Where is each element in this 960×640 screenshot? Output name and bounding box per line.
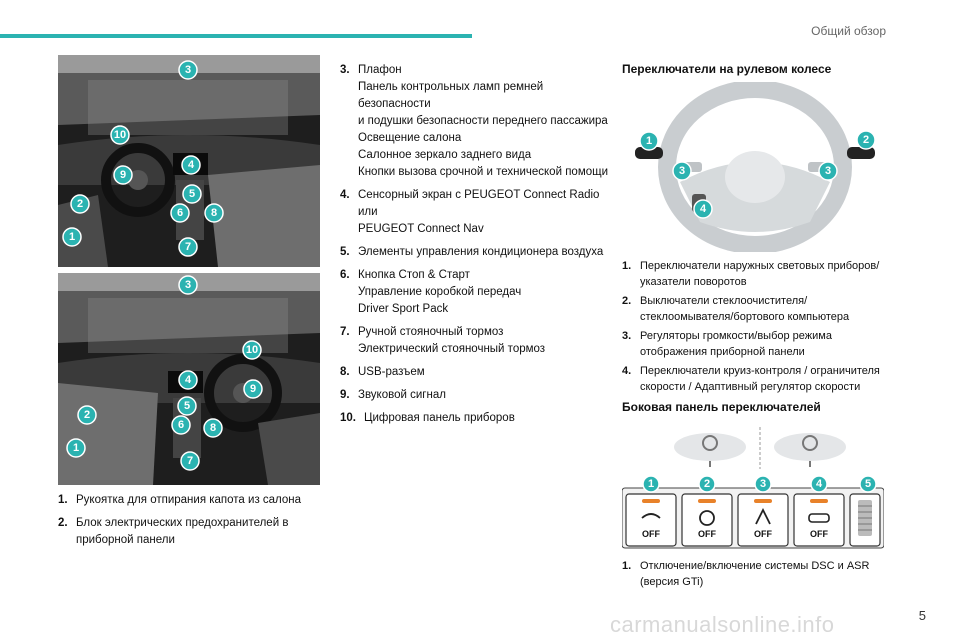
middle-legend-list: 3.Плафон Панель контрольных ламп ремней … xyxy=(340,62,608,433)
callout-badge: 10 xyxy=(242,340,262,360)
svg-text:5: 5 xyxy=(189,188,195,200)
svg-text:3: 3 xyxy=(185,279,191,291)
svg-text:9: 9 xyxy=(250,383,256,395)
header-accent-bar xyxy=(0,34,472,38)
list-item: 2.Блок электрических предохранителей в п… xyxy=(58,517,289,546)
callout-badge: 8 xyxy=(203,418,223,438)
switch-stop-start-off-button[interactable]: OFF xyxy=(681,493,733,547)
callout-badge: 9 xyxy=(113,165,133,185)
list-item: 4.Переключатели круиз-контроля / огранич… xyxy=(622,365,880,393)
list-item: 9.Звуковой сигнал xyxy=(340,389,446,401)
svg-text:5: 5 xyxy=(184,400,190,412)
switch-park-assist-off-button[interactable]: OFF xyxy=(793,493,845,547)
switch-headlamp-adjust-wheel[interactable] xyxy=(849,493,881,547)
svg-text:4: 4 xyxy=(816,478,823,490)
callout-badge: 6 xyxy=(170,203,190,223)
switch-lane-assist-off-button[interactable]: OFF xyxy=(737,493,789,547)
svg-text:8: 8 xyxy=(210,422,216,434)
callout-badge: 6 xyxy=(171,415,191,435)
callout-badge: 3 xyxy=(178,60,198,80)
steering-legend-list: 1.Переключатели наружных световых прибор… xyxy=(622,258,892,398)
svg-text:4: 4 xyxy=(185,374,192,386)
callout-badge: 3 xyxy=(754,475,772,493)
svg-text:2: 2 xyxy=(84,409,90,421)
svg-text:OFF: OFF xyxy=(698,529,716,539)
callout-badge: 5 xyxy=(177,396,197,416)
callout-badge: 3 xyxy=(178,275,198,295)
list-item: 1.Рукоятка для отпирания капота из салон… xyxy=(58,494,302,506)
list-item: 2.Выключатели стеклоочистителя/ стеклоом… xyxy=(622,295,850,323)
svg-text:10: 10 xyxy=(246,344,258,356)
svg-text:1: 1 xyxy=(648,478,654,490)
svg-text:6: 6 xyxy=(178,419,184,431)
interior-photo-bottom: 3 10 4 9 5 2 6 8 1 7 xyxy=(58,273,320,485)
svg-text:1: 1 xyxy=(646,135,652,147)
page-number: 5 xyxy=(918,608,926,623)
svg-text:3: 3 xyxy=(760,478,766,490)
svg-text:1: 1 xyxy=(73,442,79,454)
svg-text:OFF: OFF xyxy=(754,529,772,539)
callout-badge: 8 xyxy=(204,203,224,223)
svg-text:10: 10 xyxy=(114,129,126,141)
list-item: 3.Регуляторы громкости/выбор режима отоб… xyxy=(622,330,832,358)
callout-badge: 7 xyxy=(178,237,198,257)
callout-badge: 7 xyxy=(180,451,200,471)
list-item: 4.Сенсорный экран с PEUGEOT Connect Radi… xyxy=(340,189,600,235)
callout-badge: 9 xyxy=(243,379,263,399)
svg-text:2: 2 xyxy=(77,198,83,210)
svg-text:OFF: OFF xyxy=(810,529,828,539)
list-item: 1.Переключатели наружных световых прибор… xyxy=(622,260,880,288)
callout-badge: 2 xyxy=(856,130,876,150)
steering-section-title: Переключатели на рулевом колесе xyxy=(622,62,832,76)
callout-badge: 1 xyxy=(642,475,660,493)
list-item: 10.Цифровая панель приборов xyxy=(340,412,515,424)
svg-text:2: 2 xyxy=(704,478,710,490)
svg-text:6: 6 xyxy=(177,207,183,219)
svg-text:8: 8 xyxy=(211,207,217,219)
list-item: 3.Плафон Панель контрольных ламп ремней … xyxy=(340,64,609,178)
callout-badge: 4 xyxy=(181,155,201,175)
callout-badge: 10 xyxy=(110,125,130,145)
watermark: carmanualsonline.info xyxy=(610,612,835,637)
list-item: 8.USB-разъем xyxy=(340,366,425,378)
svg-text:3: 3 xyxy=(679,165,685,177)
callout-badge: 1 xyxy=(66,438,86,458)
svg-text:7: 7 xyxy=(187,455,193,467)
callout-badge: 4 xyxy=(178,370,198,390)
callout-badge: 1 xyxy=(639,131,659,151)
list-item: 6.Кнопка Стоп & Старт Управление коробко… xyxy=(340,269,522,315)
callout-badge: 2 xyxy=(698,475,716,493)
callout-badge: 1 xyxy=(62,227,82,247)
list-item: 5.Элементы управления кондиционера возду… xyxy=(340,246,604,258)
page-section-title: Общий обзор xyxy=(811,24,886,38)
svg-text:9: 9 xyxy=(120,169,126,181)
list-item: 7.Ручной стояночный тормоз Электрический… xyxy=(340,326,546,355)
callout-badge: 3 xyxy=(818,161,838,181)
svg-text:OFF: OFF xyxy=(642,529,660,539)
callout-badge: 3 xyxy=(672,161,692,181)
svg-text:2: 2 xyxy=(863,134,869,146)
callout-badge: 4 xyxy=(810,475,828,493)
svg-text:3: 3 xyxy=(185,64,191,76)
svg-text:5: 5 xyxy=(865,478,871,490)
svg-text:4: 4 xyxy=(700,203,707,215)
svg-text:1: 1 xyxy=(69,231,75,243)
side-panel-location-diagram xyxy=(670,425,850,470)
svg-text:7: 7 xyxy=(185,241,191,253)
left-legend-list: 1.Рукоятка для отпирания капота из салон… xyxy=(58,492,320,555)
callout-badge: 5 xyxy=(859,475,877,493)
callout-badge: 2 xyxy=(70,194,90,214)
switch-dsc-off-button[interactable]: OFF xyxy=(625,493,677,547)
side-panel-legend-list: 1.Отключение/включение системы DSC и ASR… xyxy=(622,558,892,596)
side-panel-section-title: Боковая панель переключателей xyxy=(622,400,821,414)
callout-badge: 4 xyxy=(693,199,713,219)
list-item: 1.Отключение/включение системы DSC и ASR… xyxy=(622,560,870,588)
interior-photo-top: 3 10 9 4 5 2 6 8 1 7 xyxy=(58,55,320,267)
svg-text:3: 3 xyxy=(825,165,831,177)
side-switch-panel: OFF OFF OFF OFF 1 xyxy=(621,474,885,550)
callout-badge: 5 xyxy=(182,184,202,204)
callout-badge: 2 xyxy=(77,405,97,425)
svg-text:4: 4 xyxy=(188,159,195,171)
steering-wheel-diagram: 1 2 3 3 4 xyxy=(630,80,880,254)
